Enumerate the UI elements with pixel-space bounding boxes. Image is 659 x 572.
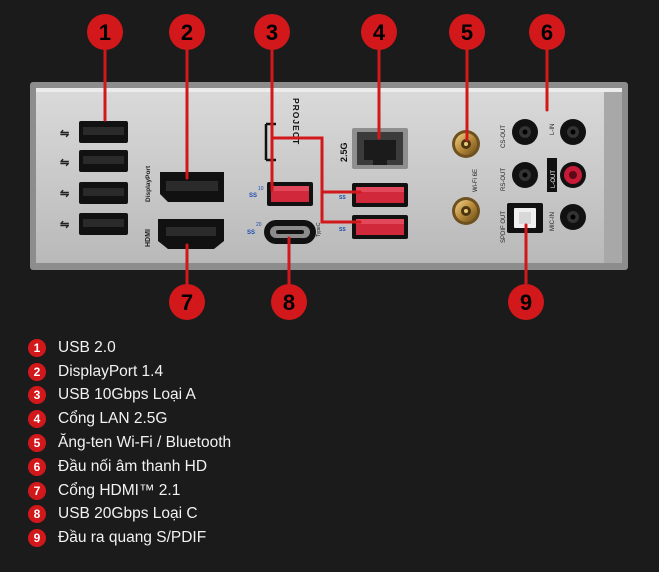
svg-text:5: 5: [461, 20, 473, 45]
legend-item: 5 Ăng-ten Wi-Fi / Bluetooth: [28, 431, 448, 455]
svg-text:1: 1: [99, 20, 111, 45]
wifi-antenna-connector-bottom: [452, 197, 480, 225]
usb2-port-stack: [79, 121, 128, 235]
line-out-label-bg: [547, 158, 557, 192]
audio-jack-rs-out: [512, 162, 538, 188]
svg-text:4: 4: [373, 20, 386, 45]
callout-badge-5: 5: [449, 14, 485, 50]
legend-badge: 8: [28, 505, 46, 524]
legend-item: 9 Đầu ra quang S/PDIF: [28, 526, 448, 550]
legend-badge: 6: [28, 457, 46, 476]
wifi-antenna-connector-top: [452, 130, 480, 158]
ss20-number: 20: [256, 222, 262, 228]
audio-jack-line-out: [560, 162, 586, 188]
legend-text: DisplayPort 1.4: [58, 362, 164, 380]
usb-10gbps-port-left: [267, 182, 313, 206]
legend-text: Đầu ra quang S/PDIF: [58, 529, 207, 547]
svg-text:⇋: ⇋: [60, 219, 69, 231]
svg-text:⇋: ⇋: [60, 157, 69, 169]
io-shield-plate: [30, 82, 628, 270]
callout-badge-6: 6: [529, 14, 565, 50]
cs-out-label: CS-OUT: [501, 125, 507, 148]
callout-badge-3: 3: [254, 14, 290, 50]
callout-badge-8: 8: [271, 284, 307, 320]
displayport-port: [160, 172, 224, 202]
hdmi-port: [158, 219, 224, 249]
usb-typec-port: [264, 220, 316, 244]
legend-text: USB 10Gbps Loại A: [58, 386, 196, 404]
callout-leader-lines: [103, 48, 549, 287]
displayport-panel-label: DisplayPort: [145, 165, 152, 202]
legend-item: 6 Đầu nối âm thanh HD: [28, 455, 448, 479]
legend-badge: 9: [28, 529, 46, 548]
callout-badge-1: 1: [87, 14, 123, 50]
line-out-label: L-OUT: [551, 170, 557, 188]
io-panel-diagram: ⇋ ⇋ ⇋ ⇋ HDMI DisplayPort PROJECT SS 10 S…: [30, 14, 628, 320]
usb-10gbps-port-stack-right: [352, 183, 408, 239]
legend-badge: 7: [28, 481, 46, 500]
callout-badge-7: 7: [169, 284, 205, 320]
legend-text: USB 2.0: [58, 338, 116, 356]
svg-text:9: 9: [520, 290, 532, 315]
svg-text:2: 2: [181, 20, 193, 45]
legend-item: 1 USB 2.0: [28, 336, 448, 360]
ss-label-right-top: SS: [339, 195, 346, 201]
mic-in-label: MIC-IN: [550, 212, 556, 231]
svg-text:6: 6: [541, 20, 553, 45]
legend-badge: 2: [28, 362, 46, 381]
ss-label-right-bottom: SS: [339, 227, 346, 233]
legend-text: Ăng-ten Wi-Fi / Bluetooth: [58, 434, 232, 452]
spdif-optical-port: [507, 203, 543, 233]
wifi-label: Wi-Fi 6E: [473, 169, 479, 192]
ss10-label-left: SS: [249, 193, 257, 199]
legend-item: 4 Cổng LAN 2.5G: [28, 407, 448, 431]
legend-badge: 5: [28, 434, 46, 453]
svg-text:⇋: ⇋: [60, 188, 69, 200]
svg-text:8: 8: [283, 290, 295, 315]
audio-jack-cs-out: [512, 119, 538, 145]
lan-speed-label: 2.5G: [339, 142, 349, 162]
svg-text:⇋: ⇋: [60, 128, 69, 140]
legend-item: 7 Cổng HDMI™ 2.1: [28, 479, 448, 503]
legend-text: Cổng HDMI™ 2.1: [58, 481, 181, 499]
rs-out-label: RS-OUT: [501, 168, 507, 191]
hdmi-panel-label: HDMI: [145, 229, 152, 247]
leader-3b: [308, 136, 362, 224]
ss10-number-left: 10: [258, 186, 264, 192]
legend-item: 2 DisplayPort 1.4: [28, 360, 448, 384]
legend-text: USB 20Gbps Loại C: [58, 505, 198, 523]
typec-label: TypeC: [316, 222, 322, 237]
line-in-label: L-IN: [550, 124, 556, 135]
legend-badge: 4: [28, 410, 46, 429]
audio-jack-line-in: [560, 119, 586, 145]
legend-item: 3 USB 10Gbps Loại A: [28, 384, 448, 408]
callout-badge-2: 2: [169, 14, 205, 50]
svg-text:7: 7: [181, 290, 193, 315]
callout-badge-9: 9: [508, 284, 544, 320]
legend-text: Đầu nối âm thanh HD: [58, 457, 208, 475]
callout-badge-4: 4: [361, 14, 397, 50]
ss20-label: SS: [247, 230, 255, 236]
legend-badge: 3: [28, 386, 46, 405]
legend-list: 1 USB 2.0 2 DisplayPort 1.4 3 USB 10Gbps…: [28, 336, 448, 550]
legend-text: Cổng LAN 2.5G: [58, 410, 168, 428]
svg-text:3: 3: [266, 20, 278, 45]
legend-badge: 1: [28, 338, 46, 357]
spdif-out-label: SPDIF OUT: [501, 211, 507, 243]
audio-jack-mic-in: [560, 204, 586, 230]
legend-item: 8 USB 20Gbps Loại C: [28, 503, 448, 527]
usb-symbol-icons: ⇋ ⇋ ⇋ ⇋: [60, 128, 69, 231]
project-label: PROJECT: [291, 98, 301, 145]
